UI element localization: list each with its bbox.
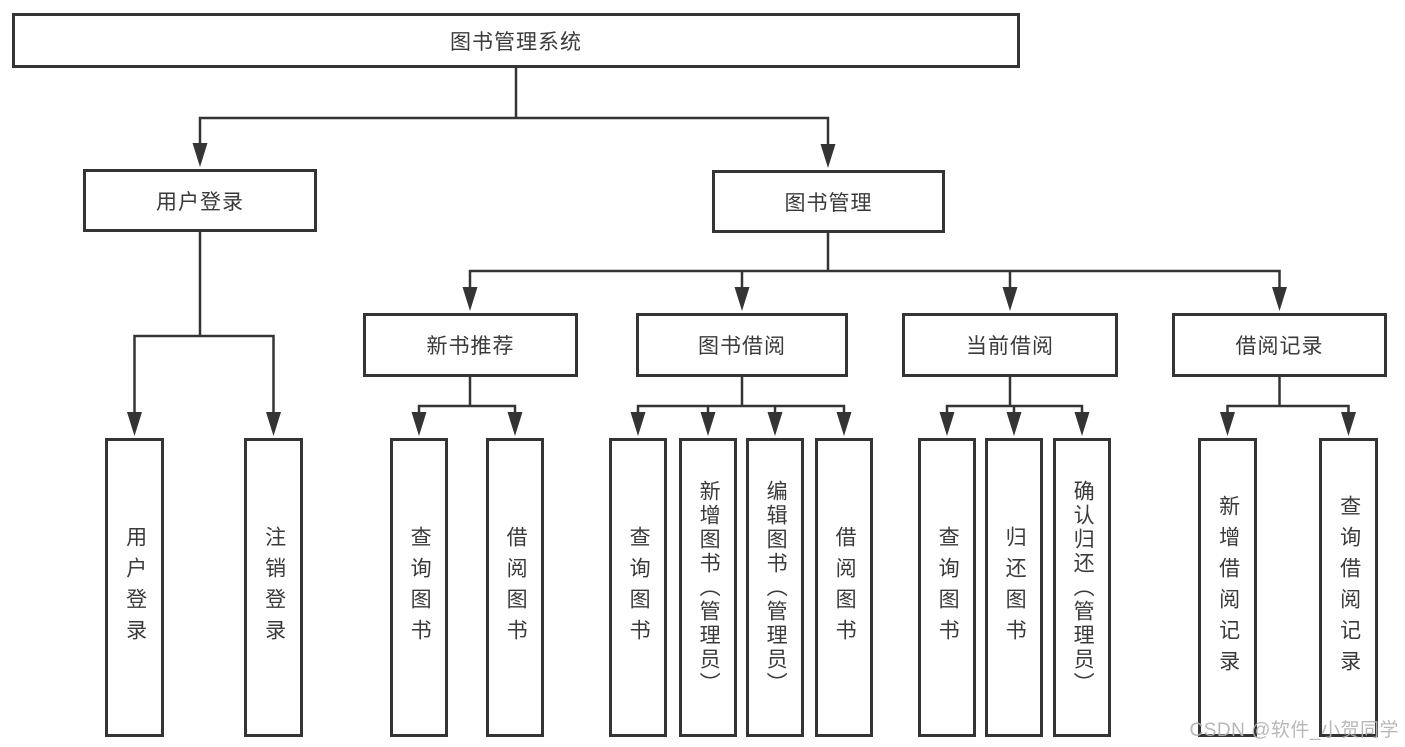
- node-borrow-books-2: 借阅图书: [815, 438, 873, 737]
- node-label: 确认归还（管理员）: [1071, 479, 1095, 696]
- node-query-borrow-record: 查询借阅记录: [1319, 438, 1378, 737]
- node-return-book: 归还图书: [985, 438, 1043, 737]
- node-label: 借阅图书: [504, 525, 528, 650]
- node-user-login: 用户登录: [105, 438, 164, 737]
- node-logout: 注销登录: [244, 438, 303, 737]
- node-label: 查询图书: [936, 525, 960, 650]
- node-book-borrow: 图书借阅: [636, 313, 848, 377]
- node-confirm-return-admin: 确认归还（管理员）: [1053, 438, 1111, 737]
- node-borrow-books-1: 借阅图书: [486, 438, 544, 737]
- node-label: 新增图书（管理员）: [697, 479, 721, 696]
- node-edit-book-admin: 编辑图书（管理员）: [746, 438, 804, 737]
- node-label: 归还图书: [1003, 525, 1027, 650]
- node-label: 查询图书: [627, 525, 651, 650]
- node-library-system: 图书管理系统: [12, 13, 1020, 68]
- node-add-book-admin: 新增图书（管理员）: [679, 438, 737, 737]
- watermark-csdn: CSDN @软件_小贺同学: [1189, 720, 1399, 741]
- node-query-books-1: 查询图书: [390, 438, 448, 737]
- node-label: 注销登录: [262, 525, 286, 650]
- node-new-book-recommend: 新书推荐: [363, 313, 578, 377]
- node-label: 新增借阅记录: [1216, 494, 1240, 681]
- node-add-borrow-record: 新增借阅记录: [1198, 438, 1257, 737]
- node-label: 编辑图书（管理员）: [764, 479, 788, 696]
- node-query-books-2: 查询图书: [609, 438, 667, 737]
- node-label: 查询借阅记录: [1337, 494, 1361, 681]
- arrowheads: [127, 143, 1356, 436]
- node-label: 借阅图书: [833, 525, 857, 650]
- node-book-management-module: 图书管理: [712, 170, 945, 233]
- node-label: 查询图书: [408, 525, 432, 650]
- node-borrow-records: 借阅记录: [1172, 313, 1387, 377]
- node-query-books-3: 查询图书: [918, 438, 976, 737]
- node-current-borrow: 当前借阅: [902, 313, 1118, 377]
- node-label: 用户登录: [123, 525, 147, 650]
- node-user-login-module: 用户登录: [83, 169, 317, 232]
